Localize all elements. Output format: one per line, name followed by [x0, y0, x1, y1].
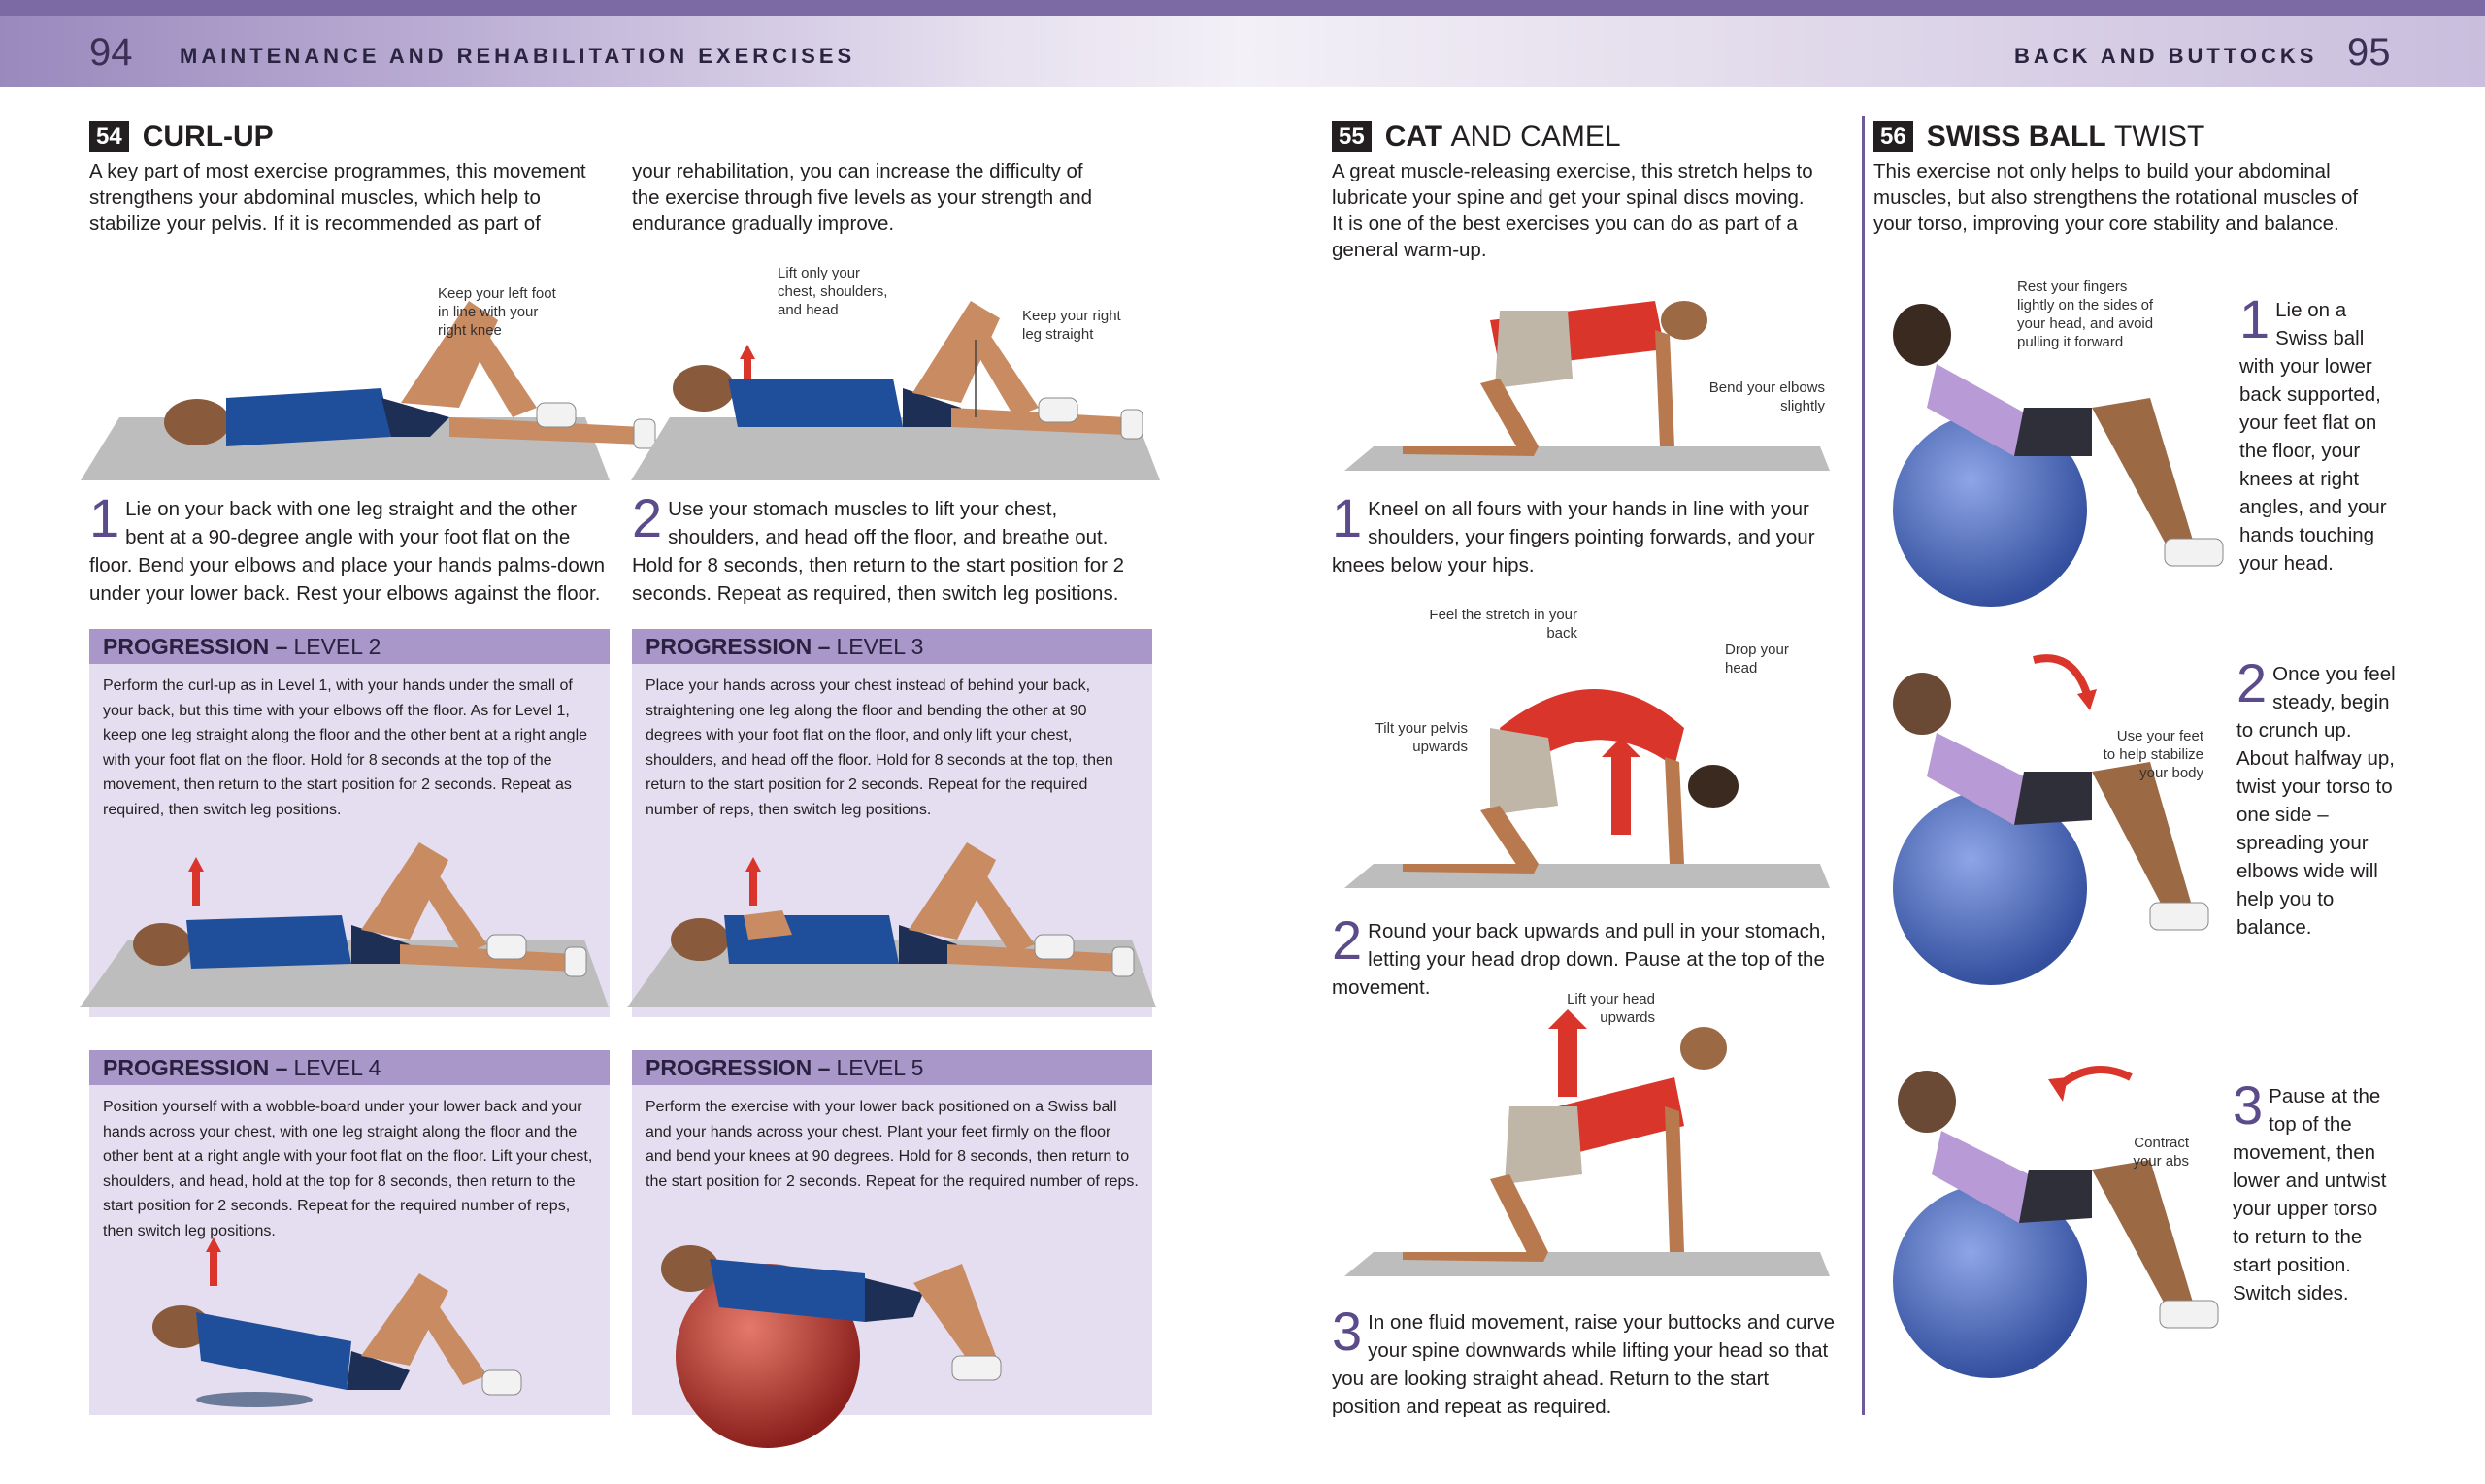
progression-level-2: PROGRESSION – LEVEL 2 Perform the curl-u…: [80, 629, 610, 1017]
note-left-foot: Keep your left foot in line with your ri…: [438, 285, 556, 339]
progression-level-3: PROGRESSION – LEVEL 3 Place your hands a…: [627, 629, 1156, 1017]
note-rest-fingers: Rest your fingers lightly on the sides o…: [2017, 279, 2154, 350]
progression-level-5-text: Perform the exercise with your lower bac…: [646, 1099, 1139, 1190]
cat-camel-step-2-number: 2: [1332, 909, 1363, 971]
progression-label: PROGRESSION –: [646, 633, 831, 659]
note-lift-head: Lift your head upwards: [1567, 991, 1655, 1026]
curl-up-step-2-text: Use your stomach muscles to lift your ch…: [632, 498, 1125, 605]
swiss-ball-intro: This exercise not only helps to build yo…: [1873, 160, 2359, 235]
swiss-ball-step-3: 3 Pause at the top of the movement, then…: [2233, 1074, 2398, 1307]
curl-up-step-1-text: Lie on your back with one leg straight a…: [89, 498, 606, 605]
curl-up-title: 54 CURL-UP: [89, 120, 274, 153]
progression-level-4-header: PROGRESSION – LEVEL 4: [89, 1050, 610, 1085]
cat-camel-step-1-number: 1: [1332, 487, 1363, 548]
curl-up-illustration-lift: [631, 301, 1160, 480]
progression-label: PROGRESSION –: [646, 1054, 831, 1080]
note-use-feet: Use your feet to help stabilize your bod…: [2103, 728, 2203, 781]
swiss-ball-step-1: 1 Lie on a Swiss ball with your lower ba…: [2239, 288, 2395, 577]
swiss-ball-step-2: 2 Once you feel steady, begin to crunch …: [2236, 652, 2397, 941]
swiss-ball-step-3-text: Pause at the top of the movement, then l…: [2233, 1085, 2387, 1304]
progression-level-4-text: Position yourself with a wobble-board un…: [103, 1099, 593, 1239]
swiss-ball-step-2-text: Once you feel steady, begin to crunch up…: [2236, 663, 2396, 939]
progression-level-5: PROGRESSION – LEVEL 5 Perform the exerci…: [632, 1050, 1152, 1448]
curl-up-intro-col1: A key part of most exercise programmes, …: [89, 160, 586, 235]
swiss-ball-step-2-number: 2: [2236, 652, 2268, 713]
progression-level-5-header: PROGRESSION – LEVEL 5: [632, 1050, 1152, 1085]
progression-level: LEVEL 4: [293, 1054, 381, 1080]
left-page-number: 94: [89, 31, 133, 74]
cat-camel-step-2-text: Round your back upwards and pull in your…: [1332, 920, 1826, 999]
progression-level-2-text: Perform the curl-up as in Level 1, with …: [103, 677, 588, 818]
note-drop-head: Drop your head: [1725, 642, 1789, 676]
progression-level-4: PROGRESSION – LEVEL 4 Position yourself …: [89, 1050, 610, 1415]
curl-up-step-2-number: 2: [632, 487, 663, 548]
cat-camel-title: 55 CAT AND CAMEL: [1332, 120, 1621, 153]
swiss-ball-illustration-start: [1893, 304, 2224, 607]
cat-camel-step-3-text: In one fluid movement, raise your buttoc…: [1332, 1311, 1836, 1418]
swiss-ball-illustration-crunch: [1893, 654, 2209, 985]
progression-level: LEVEL 3: [836, 633, 924, 659]
cat-camel-illustration-round: [1344, 689, 1830, 888]
note-contract-abs: Contract your abs: [2133, 1135, 2189, 1170]
swiss-ball-title: 56 SWISS BALL TWIST: [1873, 120, 2204, 153]
cat-camel-step-1-text: Kneel on all fours with your hands in li…: [1332, 498, 1815, 577]
right-page-number: 95: [2347, 31, 2391, 74]
swiss-ball-number: 56: [1873, 121, 1913, 152]
cat-camel-step-2: 2 Round your back upwards and pull in yo…: [1332, 909, 1837, 1002]
progression-level-3-header: PROGRESSION – LEVEL 3: [632, 629, 1152, 664]
progression-level-2-illustration: [80, 842, 609, 1007]
progression-level: LEVEL 5: [836, 1054, 924, 1080]
swiss-ball-step-1-text: Lie on a Swiss ball with your lower back…: [2239, 299, 2387, 575]
cat-camel-illustration-lift: [1344, 1009, 1830, 1276]
swiss-ball-title-bold: SWISS BALL: [1926, 120, 2106, 152]
cat-camel-step-3: 3 In one fluid movement, raise your butt…: [1332, 1301, 1837, 1421]
progression-level-3-illustration: [627, 842, 1156, 1007]
swiss-ball-step-3-number: 3: [2233, 1074, 2264, 1136]
note-lift-chest: Lift only your chest, shoulders, and hea…: [778, 265, 888, 318]
left-running-head: MAINTENANCE AND REHABILITATION EXERCISES: [180, 44, 856, 68]
cat-camel-number: 55: [1332, 121, 1372, 152]
cat-camel-illustration-start: [1344, 301, 1830, 471]
curl-up-step-1: 1 Lie on your back with one leg straight…: [89, 487, 613, 608]
progression-level-2-header: PROGRESSION – LEVEL 2: [89, 629, 610, 664]
right-running-head: BACK AND BUTTOCKS: [2014, 44, 2318, 68]
progression-label: PROGRESSION –: [103, 633, 288, 659]
note-right-leg-straight: Keep your right leg straight: [1022, 308, 1121, 343]
progression-level: LEVEL 2: [293, 633, 381, 659]
swiss-ball-title-light: TWIST: [2114, 120, 2205, 152]
column-divider: [1862, 116, 1865, 1415]
cat-camel-step-3-number: 3: [1332, 1301, 1363, 1362]
curl-up-intro-col2: your rehabilitation, you can increase th…: [632, 160, 1093, 235]
header-top-line: [0, 0, 2485, 16]
note-bend-elbows: Bend your elbows slightly: [1708, 379, 1825, 414]
swiss-ball-illustration-twist: [1893, 1066, 2219, 1378]
note-tilt-pelvis: Tilt your pelvis upwards: [1375, 720, 1468, 755]
cat-camel-step-1: 1 Kneel on all fours with your hands in …: [1332, 487, 1817, 579]
progression-level-4-illustration: [152, 1237, 522, 1407]
curl-up-step-1-number: 1: [89, 487, 120, 548]
curl-up-title-text: CURL-UP: [142, 120, 274, 152]
cat-camel-title-bold: CAT: [1384, 120, 1443, 152]
cat-camel-title-light: AND CAMEL: [1450, 120, 1621, 152]
note-feel-stretch: Feel the stretch in your back: [1429, 607, 1577, 642]
curl-up-illustration-start: [81, 301, 656, 480]
progression-level-3-text: Place your hands across your chest inste…: [646, 677, 1113, 818]
cat-camel-intro: A great muscle-releasing exercise, this …: [1332, 160, 1813, 261]
progression-label: PROGRESSION –: [103, 1054, 288, 1080]
curl-up-step-2: 2 Use your stomach muscles to lift your …: [632, 487, 1137, 608]
progression-level-5-illustration: [661, 1245, 1002, 1448]
swiss-ball-step-1-number: 1: [2239, 288, 2270, 349]
curl-up-number: 54: [89, 121, 129, 152]
